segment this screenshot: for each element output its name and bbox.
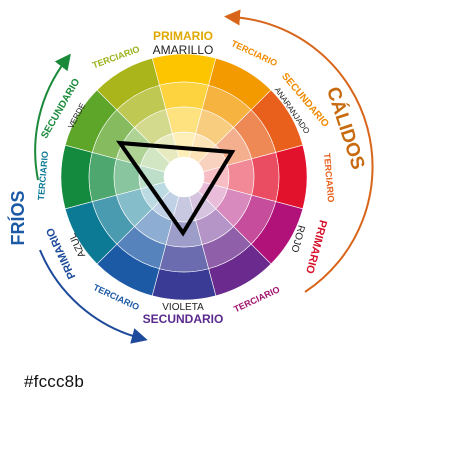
- label-amarillo: AMARILLO: [153, 43, 214, 57]
- wheel-segment: [60, 144, 93, 210]
- color-triangle: [115, 140, 236, 237]
- warm-arrow: [224, 9, 374, 293]
- wheel-segment: [151, 268, 217, 301]
- label-terciario-right: TERCIARIO: [322, 153, 336, 203]
- label-terciario-top-right: TERCIARIO: [230, 38, 279, 68]
- wheel-segment: [96, 57, 160, 111]
- color-wheel-svg: PRIMARIO AMARILLO TERCIARIO TERCIARIO SE…: [7, 9, 374, 344]
- label-violeta: VIOLETA: [162, 302, 204, 313]
- label-terciario-bottom-right: TERCIARIO: [232, 284, 281, 314]
- wheel-center: [166, 159, 202, 195]
- wheel-segment: [159, 81, 209, 110]
- hex-color-code: #fccc8b: [24, 372, 84, 391]
- cool-arrow-top: [34, 53, 71, 181]
- label-frios: FRÍOS: [7, 190, 28, 245]
- wheel-segment: [88, 152, 117, 202]
- label-secundario-violeta: SECUNDARIO: [143, 312, 224, 326]
- label-primario-amarillo: PRIMARIO: [153, 29, 213, 43]
- color-wheel-figure: PRIMARIO AMARILLO TERCIARIO TERCIARIO SE…: [7, 9, 374, 344]
- wheel-segment: [251, 152, 280, 202]
- wheel-segment: [159, 244, 209, 273]
- wheel-segments: [60, 53, 308, 301]
- label-terciario-left: TERCIARIO: [36, 151, 50, 201]
- wheel-segment: [275, 144, 308, 210]
- wheel-segment: [151, 53, 217, 86]
- cool-arrow-bottom: [39, 249, 148, 344]
